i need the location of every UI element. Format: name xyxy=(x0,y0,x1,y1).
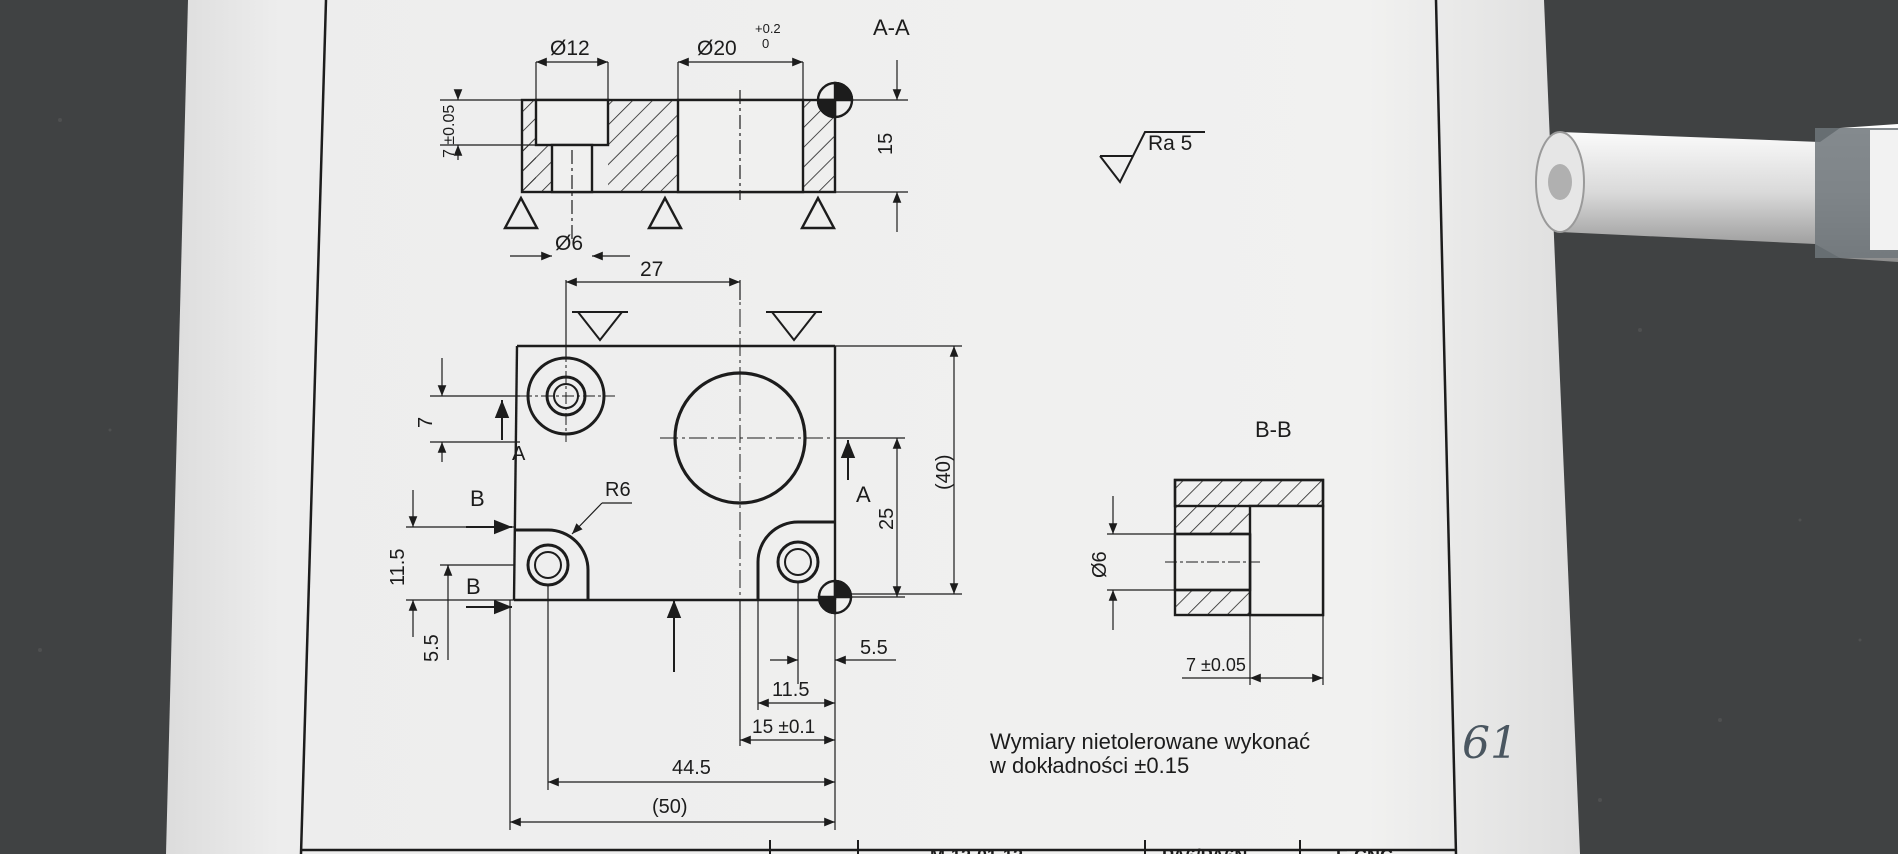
dim-dia20: Ø20 xyxy=(697,37,737,60)
title-block-material: PA6/PA6N xyxy=(1162,846,1247,854)
dim-5-5-right: 5.5 xyxy=(860,637,888,659)
table-speckles xyxy=(38,118,1862,802)
handwritten-mark: 61 xyxy=(1462,718,1518,769)
dim-7-tol: 7 ±0.05 xyxy=(441,105,458,158)
dim-44-5: 44.5 xyxy=(672,757,711,779)
frame-right xyxy=(1434,0,1458,854)
paper-sheet xyxy=(166,0,1580,854)
cut-b-bottom: B xyxy=(466,574,481,599)
cut-a-left: A xyxy=(512,443,526,465)
dim-7-tol-bb: 7 ±0.05 xyxy=(1186,655,1246,675)
front-view: 27 7 A A R6 B B 11.5 5.5 xyxy=(387,258,962,830)
dim-40: (40) xyxy=(933,454,955,490)
title-block-machine: E-CNC xyxy=(1336,846,1393,854)
cut-b-top: B xyxy=(470,486,485,511)
dim-7-front: 7 xyxy=(415,417,437,428)
dim-27: 27 xyxy=(640,258,663,281)
dim-15-tol: 15 ±0.1 xyxy=(752,717,815,738)
tol-lower: 0 xyxy=(762,36,769,51)
dim-5-5-left: 5.5 xyxy=(421,634,443,662)
note-line-1: Wymiary nietolerowane wykonać xyxy=(990,729,1310,754)
cut-a-right: A xyxy=(856,482,871,507)
frame-left xyxy=(299,0,328,854)
dim-dia6-bb: Ø6 xyxy=(1089,551,1111,578)
section-bb-title: B-B xyxy=(1255,417,1292,442)
dim-dia6-aa: Ø6 xyxy=(555,232,583,255)
surface-finish-symbol: Ra 5 xyxy=(1099,131,1205,184)
surface-finish-value: Ra 5 xyxy=(1148,132,1192,155)
dim-15: 15 xyxy=(875,133,897,155)
section-aa: A-A Ø12 Ø20 +0.2 0 xyxy=(440,15,910,261)
marker-pen xyxy=(1535,124,1898,262)
dim-11-5-bottom: 11.5 xyxy=(772,679,809,701)
dim-dia12: Ø12 xyxy=(550,37,590,60)
section-aa-title: A-A xyxy=(873,15,910,40)
section-bb: B-B Ø6 7 ±0.05 xyxy=(1089,417,1325,685)
title-block: M-12-01-12 PA6/PA6N E-CNC xyxy=(769,840,1393,854)
dim-11-5-left: 11.5 xyxy=(387,549,409,586)
general-tolerance-note: Wymiary nietolerowane wykonać w dokładno… xyxy=(989,729,1310,778)
dim-25: 25 xyxy=(876,508,898,530)
title-block-drawing-no: M-12-01-12 xyxy=(930,846,1023,854)
dim-50: (50) xyxy=(652,796,688,818)
radius-r6: R6 xyxy=(605,479,631,501)
tol-upper: +0.2 xyxy=(755,21,781,36)
note-line-2: w dokładności ±0.15 xyxy=(989,753,1189,778)
